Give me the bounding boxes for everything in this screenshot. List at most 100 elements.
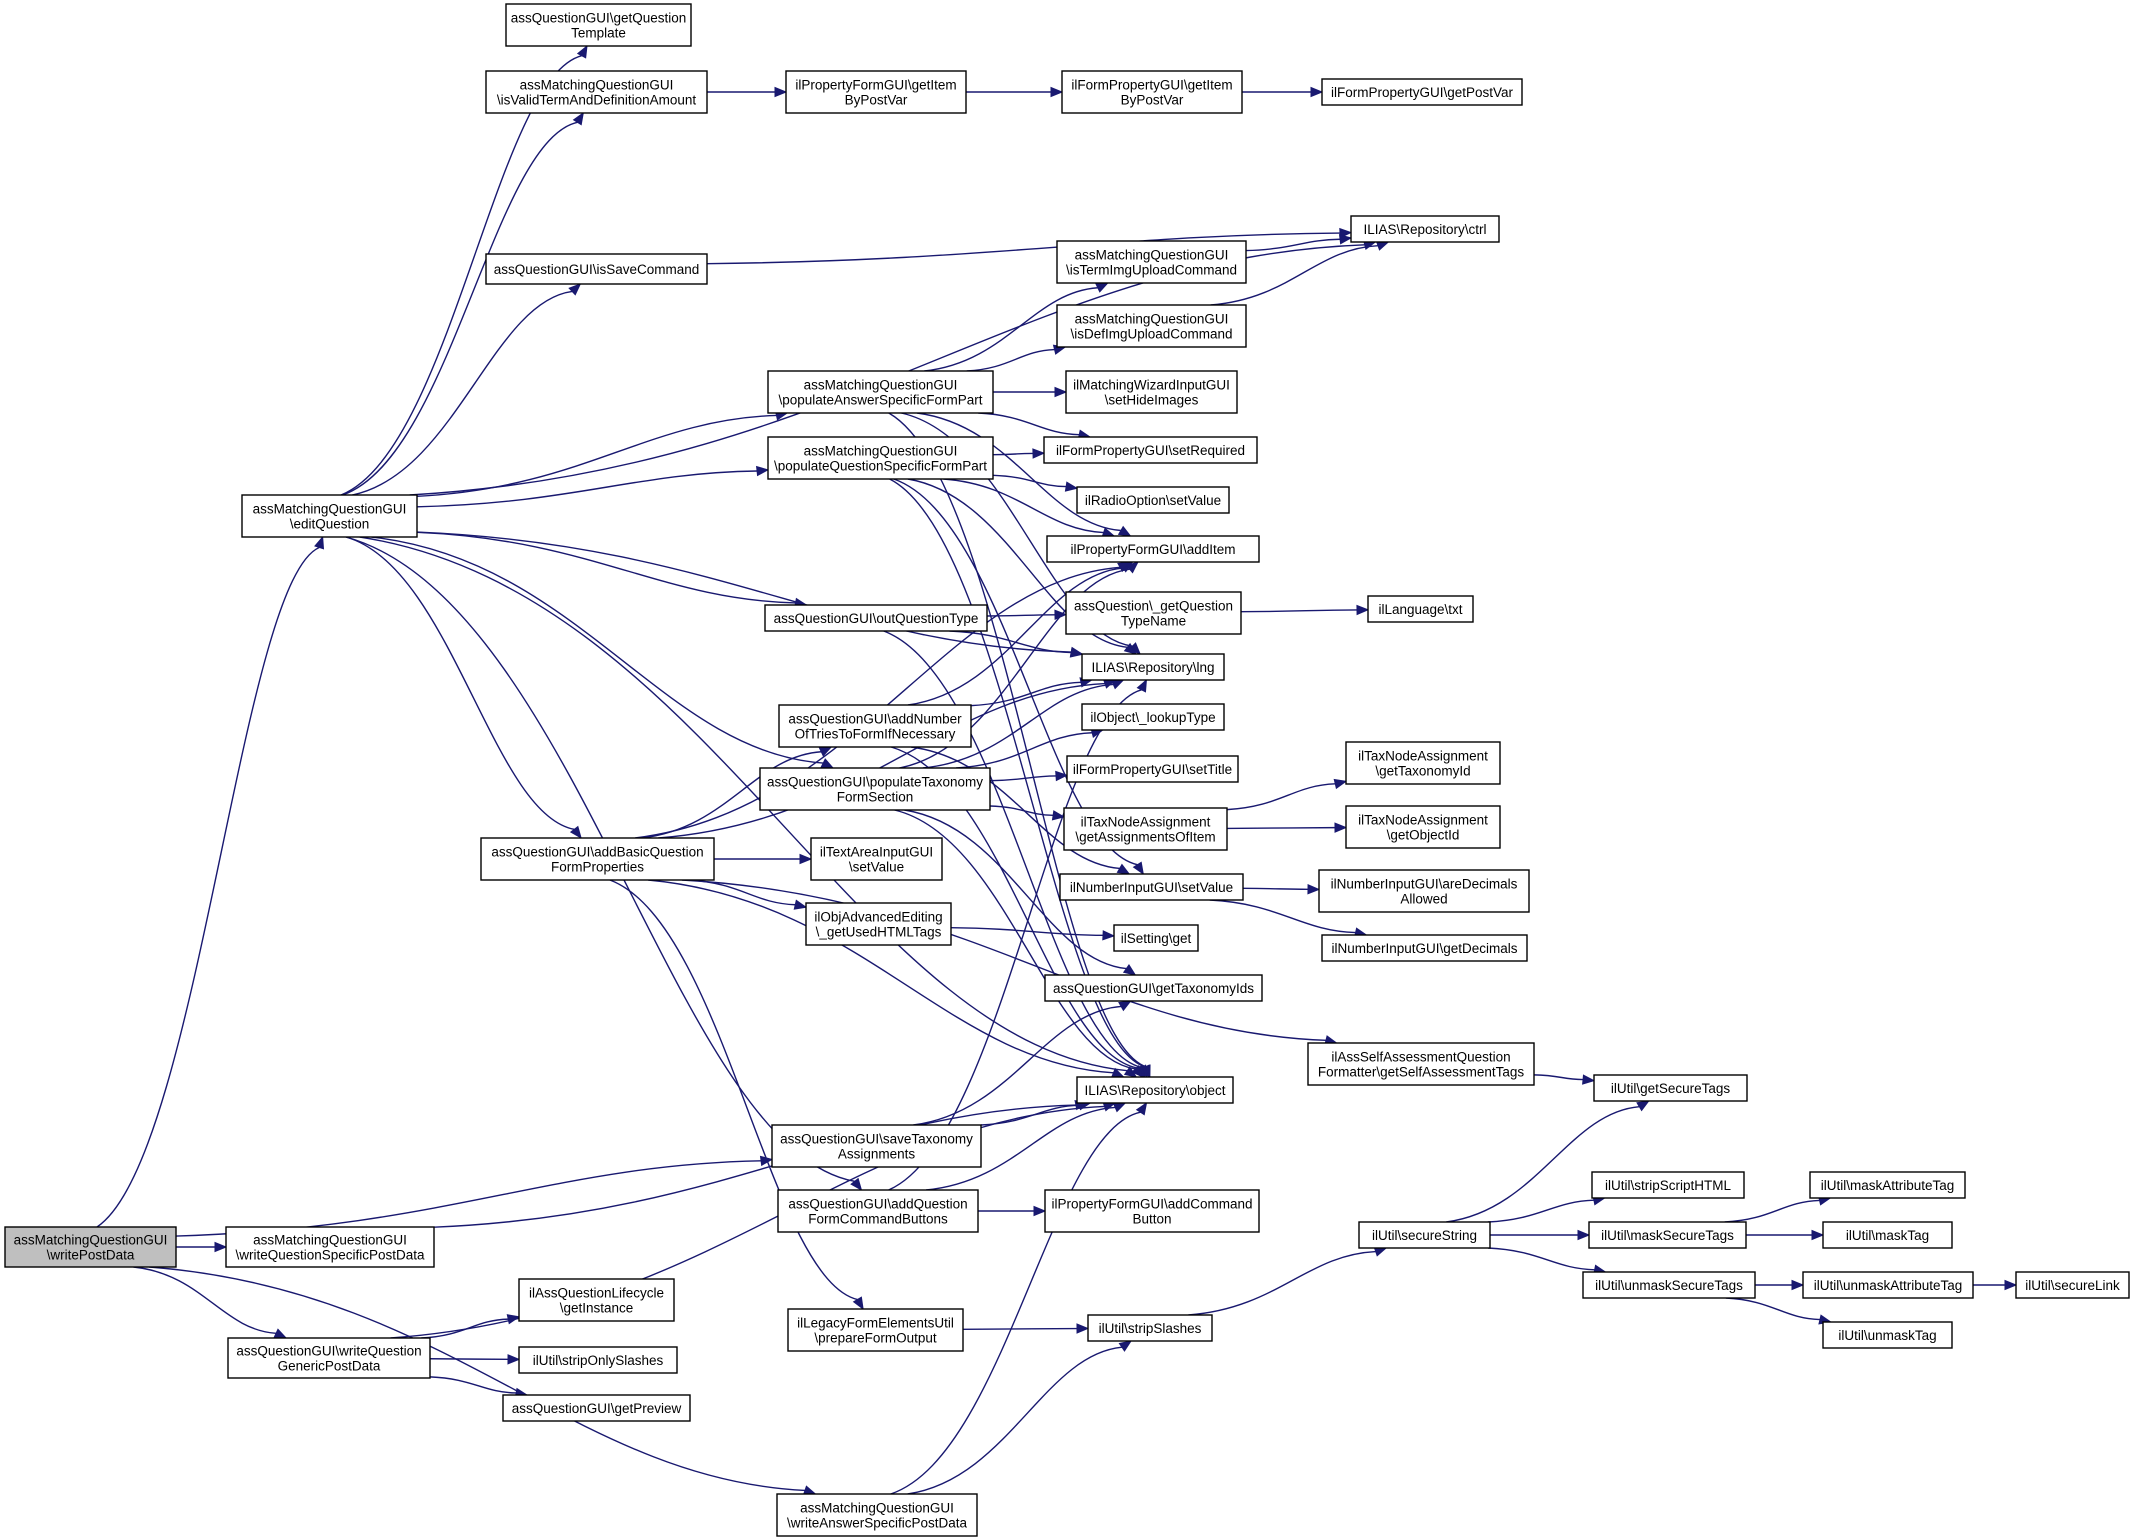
node-getTaxonomyId[interactable]: ilTaxNodeAssignment\getTaxonomyId <box>1345 741 1501 785</box>
node-label: ilTaxNodeAssignment <box>1358 749 1488 764</box>
node-txt[interactable]: ilLanguage\txt <box>1367 595 1474 623</box>
node-addBasicQFP[interactable]: assQuestionGUI\addBasicQuestionFormPrope… <box>480 837 715 881</box>
node-getSelfAssess[interactable]: ilAssSelfAssessmentQuestionFormatter\get… <box>1307 1042 1535 1086</box>
call-edge <box>989 805 1054 817</box>
node-isSaveCommand[interactable]: assQuestionGUI\isSaveCommand <box>485 253 708 285</box>
node-addQFCB[interactable]: assQuestionGUI\addQuestionFormCommandBut… <box>777 1189 979 1233</box>
node-writeQSPD[interactable]: assMatchingQuestionGUI\writeQuestionSpec… <box>225 1226 435 1268</box>
node-numSetValue[interactable]: ilNumberInputGUI\setValue <box>1059 873 1244 901</box>
node-stripSlashes[interactable]: ilUtil\stripSlashes <box>1087 1314 1213 1342</box>
node-getInstance[interactable]: ilAssQuestionLifecycle\getInstance <box>518 1278 675 1322</box>
node-getTaxIds[interactable]: assQuestionGUI\getTaxonomyIds <box>1044 974 1263 1002</box>
node-secureLink[interactable]: ilUtil\secureLink <box>2015 1271 2130 1299</box>
call-edge-arrowhead <box>1811 1229 1825 1241</box>
node-box <box>1822 1321 1953 1349</box>
node-object[interactable]: ILIAS\Repository\object <box>1076 1076 1234 1104</box>
node-secureString[interactable]: ilUtil\secureString <box>1358 1221 1491 1249</box>
node-box <box>1591 1171 1745 1199</box>
node-popASFP[interactable]: assMatchingQuestionGUI\populateAnswerSpe… <box>767 370 994 414</box>
node-label: \writeQuestionSpecificPostData <box>235 1248 425 1263</box>
node-prepareFormOutput[interactable]: ilLegacyFormElementsUtil\prepareFormOutp… <box>787 1308 964 1352</box>
node-label: ilUtil\maskSecureTags <box>1601 1228 1734 1243</box>
node-unmaskSecureTags[interactable]: ilUtil\unmaskSecureTags <box>1582 1271 1756 1299</box>
node-label: ilAssQuestionLifecycle <box>529 1286 664 1301</box>
node-root[interactable]: assMatchingQuestionGUI\writePostData <box>4 1226 177 1268</box>
node-maskAttributeTag[interactable]: ilUtil\maskAttributeTag <box>1809 1171 1966 1199</box>
call-edge <box>416 414 777 498</box>
node-setTitle[interactable]: ilFormPropertyGUI\setTitle <box>1066 755 1239 783</box>
call-edge <box>1446 1105 1640 1223</box>
call-edge <box>992 452 1034 456</box>
call-edge-arrowhead <box>756 465 770 477</box>
node-addItem[interactable]: ilPropertyFormGUI\addItem <box>1046 535 1260 563</box>
node-isDefImg[interactable]: assMatchingQuestionGUI\isDefImgUploadCom… <box>1056 304 1247 348</box>
node-ctrl[interactable]: ILIAS\Repository\ctrl <box>1350 215 1500 243</box>
node-outQType[interactable]: assQuestionGUI\outQuestionType <box>764 604 988 632</box>
node-writeASPD[interactable]: assMatchingQuestionGUI\writeAnswerSpecif… <box>776 1493 978 1537</box>
node-stripScriptHTML[interactable]: ilUtil\stripScriptHTML <box>1591 1171 1745 1199</box>
node-box <box>1081 703 1225 731</box>
node-box <box>1044 974 1263 1002</box>
node-box <box>241 494 418 538</box>
node-getUsedHTML[interactable]: ilObjAdvancedEditing\_getUsedHTMLTags <box>805 902 952 946</box>
node-addNumTries[interactable]: assQuestionGUI\addNumberOfTriesToFormIfN… <box>778 704 972 748</box>
node-isValidTerm[interactable]: assMatchingQuestionGUI\isValidTermAndDef… <box>485 70 708 114</box>
node-maskSecureTags[interactable]: ilUtil\maskSecureTags <box>1588 1221 1747 1249</box>
node-maskTag[interactable]: ilUtil\maskTag <box>1822 1221 1953 1249</box>
call-edge-arrowhead <box>273 1328 288 1339</box>
node-getAssignments[interactable]: ilTaxNodeAssignment\getAssignmentsOfItem <box>1063 807 1228 851</box>
node-getPostVar[interactable]: ilFormPropertyGUI\getPostVar <box>1321 78 1523 106</box>
node-popQSFP[interactable]: assMatchingQuestionGUI\populateQuestionS… <box>767 436 994 480</box>
node-box <box>1809 1171 1966 1199</box>
call-edge <box>149 1266 805 1492</box>
node-getPreview[interactable]: assQuestionGUI\getPreview <box>502 1394 691 1422</box>
call-edge <box>924 287 1098 372</box>
node-box <box>777 1189 979 1233</box>
node-lookupType[interactable]: ilObject\_lookupType <box>1081 703 1225 731</box>
node-stripOnlySlashes[interactable]: ilUtil\stripOnlySlashes <box>518 1346 678 1374</box>
node-unmaskAttributeTag[interactable]: ilUtil\unmaskAttributeTag <box>1802 1271 1974 1299</box>
node-label: GenericPostData <box>278 1359 381 1374</box>
node-label: \getTaxonomyId <box>1375 764 1470 779</box>
node-writeQGPD[interactable]: assQuestionGUI\writeQuestionGenericPostD… <box>227 1337 431 1379</box>
node-label: assQuestionGUI\saveTaxonomy <box>780 1132 973 1147</box>
node-box <box>227 1337 431 1379</box>
call-edge-arrowhead <box>850 1177 863 1192</box>
call-edge-arrowhead <box>1050 86 1064 98</box>
call-edge <box>609 879 858 1301</box>
node-box <box>1350 215 1500 243</box>
call-edge <box>1209 899 1356 934</box>
node-editQuestion[interactable]: assMatchingQuestionGUI\editQuestion <box>241 494 418 538</box>
node-popTaxFS[interactable]: assQuestionGUI\populateTaxonomyFormSecti… <box>759 767 991 811</box>
node-getSecureTags[interactable]: ilUtil\getSecureTags <box>1593 1074 1748 1102</box>
call-edge <box>1188 1250 1376 1316</box>
node-label: assQuestionGUI\outQuestionType <box>774 611 979 626</box>
node-label: assQuestionGUI\isSaveCommand <box>494 262 700 277</box>
node-setHideImages[interactable]: ilMatchingWizardInputGUI\setHideImages <box>1065 370 1238 414</box>
node-label: Button <box>1132 1212 1171 1227</box>
node-box <box>1582 1271 1756 1299</box>
call-edge <box>658 682 1106 839</box>
node-lng[interactable]: ILIAS\Repository\lng <box>1081 653 1225 681</box>
node-label: \isDefImgUploadCommand <box>1070 327 1232 342</box>
node-textAreaSetValue[interactable]: ilTextAreaInputGUI\setValue <box>810 837 943 881</box>
node-settingGet[interactable]: ilSetting\get <box>1113 924 1199 952</box>
node-box <box>1076 1076 1234 1104</box>
node-label: \prepareFormOutput <box>814 1331 937 1346</box>
node-label: assQuestionGUI\addBasicQuestion <box>491 845 703 860</box>
node-unmaskTag[interactable]: ilUtil\unmaskTag <box>1822 1321 1953 1349</box>
call-edge <box>342 121 578 496</box>
node-isTermImg[interactable]: assMatchingQuestionGUI\isTermImgUploadCo… <box>1056 240 1247 284</box>
node-getObjectId[interactable]: ilTaxNodeAssignment\getObjectId <box>1345 805 1501 849</box>
call-edge <box>970 681 1082 707</box>
node-setRequired[interactable]: ilFormPropertyGUI\setRequired <box>1043 436 1258 464</box>
node-radioSetValue[interactable]: ilRadioOption\setValue <box>1076 486 1230 514</box>
node-getDecimals[interactable]: ilNumberInputGUI\getDecimals <box>1321 934 1528 962</box>
